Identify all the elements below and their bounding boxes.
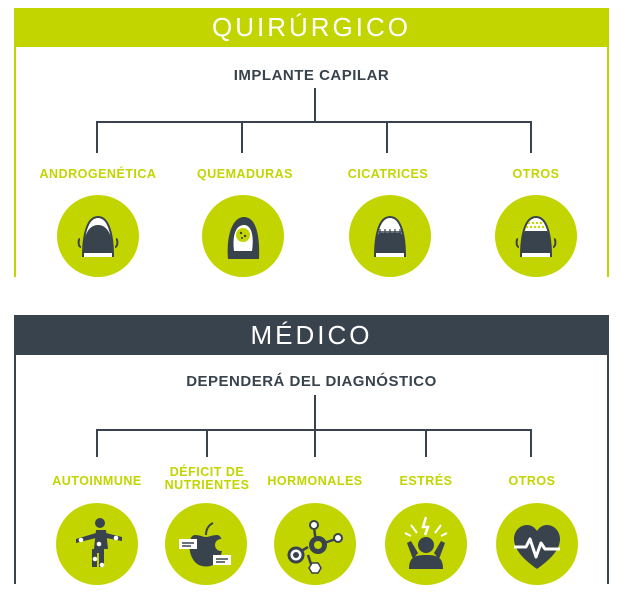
molecule-icon [287,520,343,574]
surgical-title: QUIRÚRGICO [212,12,411,42]
category-label-estres: ESTRÉS [399,474,453,488]
surgical-tree-bar [96,121,532,123]
category-label-cicatrices: CICATRICES [347,167,429,181]
hormonales-circle [274,503,356,585]
medical-tree-branch [425,429,427,457]
surgical-tree-branch [241,121,243,153]
medical-tree-branch [96,429,98,457]
otros-medical-circle [496,503,578,585]
surgical-tree-branch [96,121,98,153]
medical-section-header: MÉDICO [14,315,609,355]
body-joints-icon [76,518,122,568]
medical-tree-branch [314,429,316,457]
androgenetica-circle [57,195,139,277]
medical-tree-trunk [314,395,316,430]
deficit-circle [165,503,247,585]
category-label-otros-medical: OTROS [508,474,556,488]
surgical-frame-left [14,47,16,277]
category-label-hormonales: HORMONALES [267,474,363,488]
surgical-tree-branch [530,121,532,153]
heart-pulse-icon [514,525,560,569]
estres-circle [385,503,467,585]
deficit-line2: NUTRIENTES [164,478,250,492]
medical-frame-left [14,354,16,584]
deficit-line1: DÉFICIT DE [169,465,245,479]
category-label-quemaduras: QUEMADURAS [197,167,293,181]
surgical-section-header: QUIRÚRGICO [14,8,609,47]
medical-title: MÉDICO [250,319,373,350]
medical-subtitle: DEPENDERÁ DEL DIAGNÓSTICO [186,373,437,390]
surgical-tree-branch [386,121,388,153]
medical-tree-branch [530,429,532,457]
surgical-frame-right [607,47,609,277]
apple-bite-icon [179,522,231,567]
surgical-tree-trunk [314,88,316,122]
category-label-androgenetica: ANDROGENÉTICA [39,167,157,181]
category-label-otros-surgical: OTROS [512,167,560,181]
autoinmune-circle [56,503,138,585]
medical-frame-right [607,354,609,584]
surgical-subtitle: IMPLANTE CAPILAR [233,67,390,84]
head-burn-icon [227,217,260,259]
head-scar-icon [374,215,406,258]
head-dotted-icon [515,215,557,258]
category-label-autoinmune: AUTOINMUNE [52,474,142,488]
medical-tree-branch [206,429,208,457]
head-bald-crown-icon [77,215,119,258]
stressed-person-icon [404,516,448,569]
quemaduras-circle [202,195,284,277]
category-label-deficit-nutrientes: DÉFICIT DE NUTRIENTES [150,466,264,492]
cicatrices-circle [349,195,431,277]
otros-surgical-circle [495,195,577,277]
